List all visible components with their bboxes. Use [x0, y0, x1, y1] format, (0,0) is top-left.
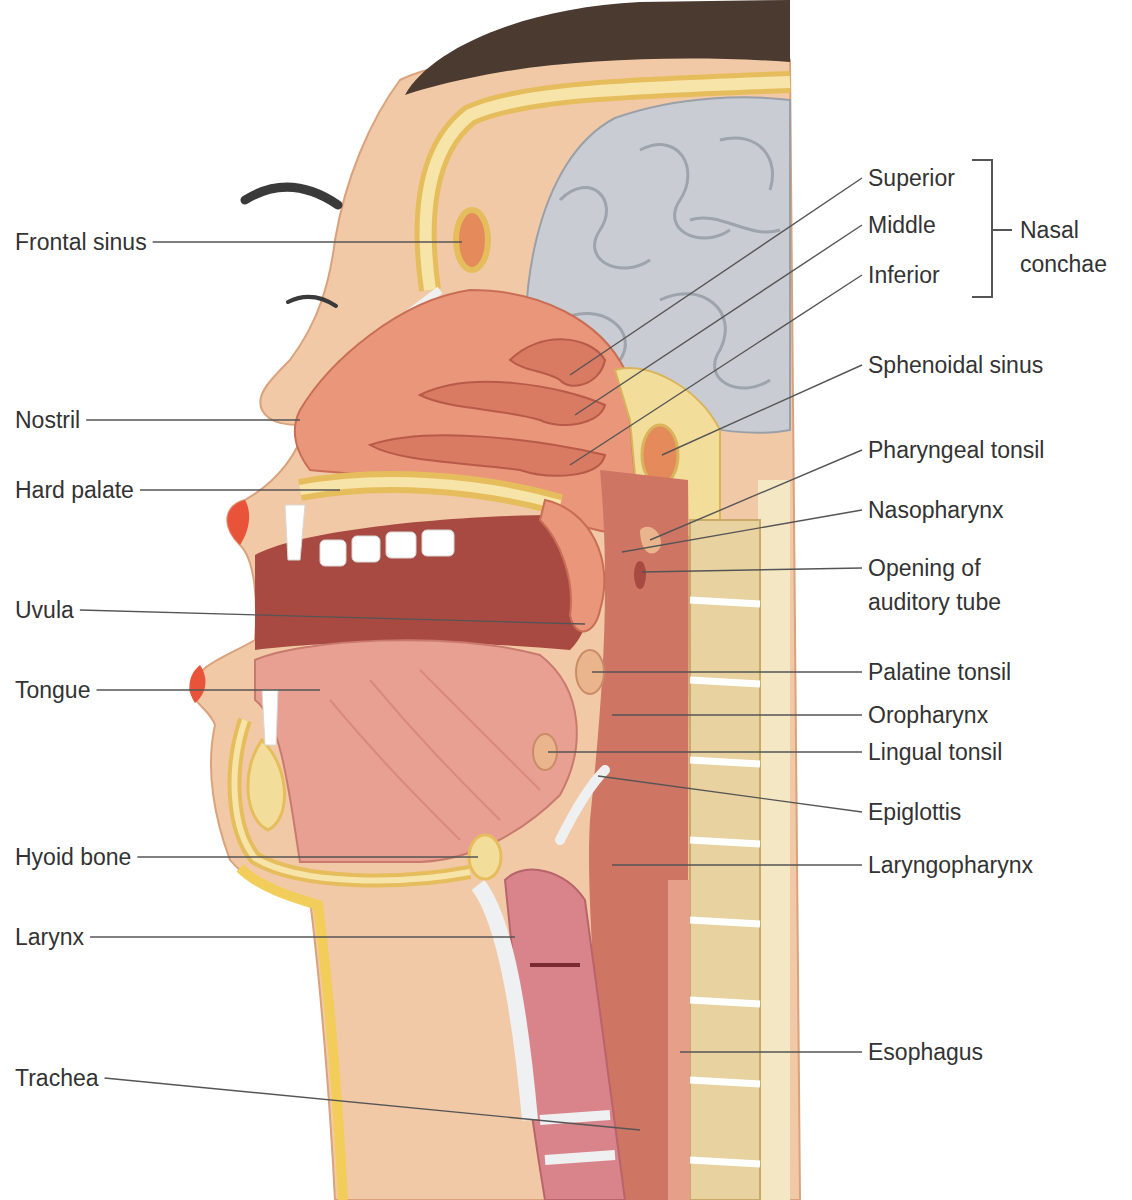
part-label: Tongue: [15, 673, 90, 707]
vocal-fold: [530, 963, 580, 967]
leader-line: [90, 936, 515, 937]
epiglottis: [560, 770, 605, 840]
eyebrow: [245, 187, 338, 205]
inferior-concha: [370, 435, 605, 475]
leader-line: [642, 568, 862, 572]
part-label: Sphenoidal sinus: [868, 348, 1043, 382]
mandible-symphysis: [248, 740, 285, 830]
part-label: Inferior: [868, 258, 940, 292]
bracket: [972, 160, 1012, 297]
vertebral-discs: [690, 600, 760, 1164]
leader-line: [662, 365, 862, 455]
part-label: Hard palate: [15, 473, 134, 507]
leader-line: [548, 751, 862, 752]
frontal-sinus: [456, 210, 488, 270]
leader-line: [105, 1078, 640, 1130]
vertebral-column: [690, 520, 760, 1200]
part-label: Palatine tonsil: [868, 655, 1011, 689]
hard-palate-inner: [300, 482, 560, 505]
upper-lip: [227, 500, 249, 545]
leader-line: [570, 178, 862, 375]
spinal-canal: [758, 480, 790, 1200]
thyroid-cartilage: [478, 885, 530, 1120]
part-label: Oropharynx: [868, 698, 988, 732]
part-label: Frontal sinus: [15, 225, 147, 259]
head-skin: [190, 54, 800, 1200]
upper-teeth: [285, 505, 454, 566]
leader-line: [96, 689, 320, 690]
part-label: Nostril: [15, 403, 80, 437]
leader-line: [612, 714, 862, 715]
nasal-cavity: [295, 290, 640, 533]
esophagus: [668, 880, 690, 1200]
part-label: Trachea: [15, 1061, 99, 1095]
leader-line: [622, 510, 862, 552]
neck-fat: [240, 868, 343, 1200]
part-label: Larynx: [15, 920, 84, 954]
superior-concha: [510, 339, 605, 385]
lower-lip: [189, 665, 205, 703]
leader-line: [153, 241, 462, 242]
part-label: Nasopharynx: [868, 493, 1004, 527]
part-label: Nasal conchae: [1020, 213, 1126, 281]
leader-line: [80, 610, 585, 624]
part-label: Middle: [868, 208, 936, 242]
part-label: Superior: [868, 161, 955, 195]
part-label: Epiglottis: [868, 795, 961, 829]
leader-line: [86, 419, 300, 420]
leader-line: [680, 1051, 862, 1052]
oral-cavity: [255, 515, 593, 650]
hard-palate: [300, 482, 560, 505]
leader-line: [592, 671, 862, 672]
part-label: Pharyngeal tonsil: [868, 433, 1044, 467]
leader-lines: [80, 178, 862, 1130]
part-label: Opening of auditory tube: [868, 551, 1046, 619]
leader-line: [650, 450, 862, 540]
part-label: Hyoid bone: [15, 840, 131, 874]
part-label: Laryngopharynx: [868, 848, 1033, 882]
leader-line: [137, 856, 478, 857]
lower-incisor: [262, 690, 278, 745]
eyelash: [288, 297, 336, 306]
leader-line: [140, 489, 340, 490]
soft-palate: [540, 500, 604, 631]
auditory-tube-opening: [634, 561, 646, 589]
middle-concha: [420, 382, 605, 425]
leader-line: [598, 776, 862, 812]
tongue: [255, 640, 577, 862]
leader-line: [612, 864, 862, 865]
part-label: Esophagus: [868, 1035, 983, 1069]
tongue-fibres: [330, 670, 540, 840]
leader-line: [575, 225, 862, 415]
part-label: Lingual tonsil: [868, 735, 1002, 769]
leader-line: [570, 275, 862, 465]
part-label: Uvula: [15, 593, 74, 627]
